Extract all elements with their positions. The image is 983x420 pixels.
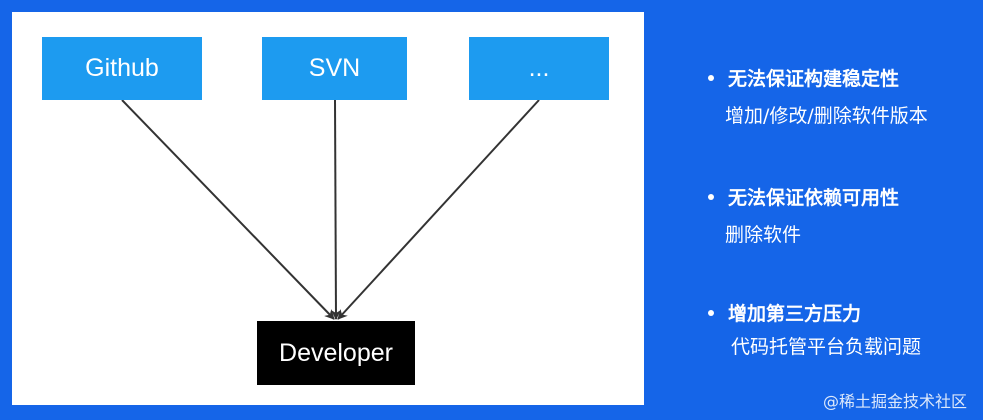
arrow-more-to-developer xyxy=(337,99,540,320)
bullet-dot-icon xyxy=(708,193,714,200)
source-box-more: ... xyxy=(469,37,609,100)
bullet-item: 无法保证构建稳定性 增加/修改/删除软件版本 xyxy=(705,64,928,128)
diagram-panel: Github SVN ... Developer xyxy=(12,12,644,405)
source-label: ... xyxy=(528,54,550,82)
bullet-dot-icon xyxy=(708,74,714,81)
bullet-list: 无法保证构建稳定性 增加/修改/删除软件版本 无法保证依赖可用性 删除软件 增加… xyxy=(705,0,975,420)
arrow-github-to-developer xyxy=(121,99,335,320)
source-box-svn: SVN xyxy=(262,37,407,100)
watermark-text: @稀土掘金技术社区 xyxy=(822,392,967,411)
bullet-detail: 代码托管平台负载问题 xyxy=(731,336,922,358)
target-box-developer: Developer xyxy=(257,321,415,385)
bullet-title: 增加第三方压力 xyxy=(728,303,862,325)
bullet-dot-icon xyxy=(708,309,714,316)
arrows-layer xyxy=(121,99,540,320)
source-box-github: Github xyxy=(42,37,202,100)
arrow-svn-to-developer xyxy=(330,99,341,320)
source-label: SVN xyxy=(308,54,361,82)
bullet-item: 无法保证依赖可用性 删除软件 xyxy=(705,183,899,247)
bullet-item: 增加第三方压力 代码托管平台负载问题 xyxy=(705,299,921,359)
source-label: Github xyxy=(85,54,159,82)
bullet-detail: 删除软件 xyxy=(725,224,802,246)
bullet-detail: 增加/修改/删除软件版本 xyxy=(725,105,928,127)
target-label: Developer xyxy=(279,338,393,367)
bullet-title: 无法保证依赖可用性 xyxy=(728,187,900,209)
bullet-title: 无法保证构建稳定性 xyxy=(728,68,900,90)
